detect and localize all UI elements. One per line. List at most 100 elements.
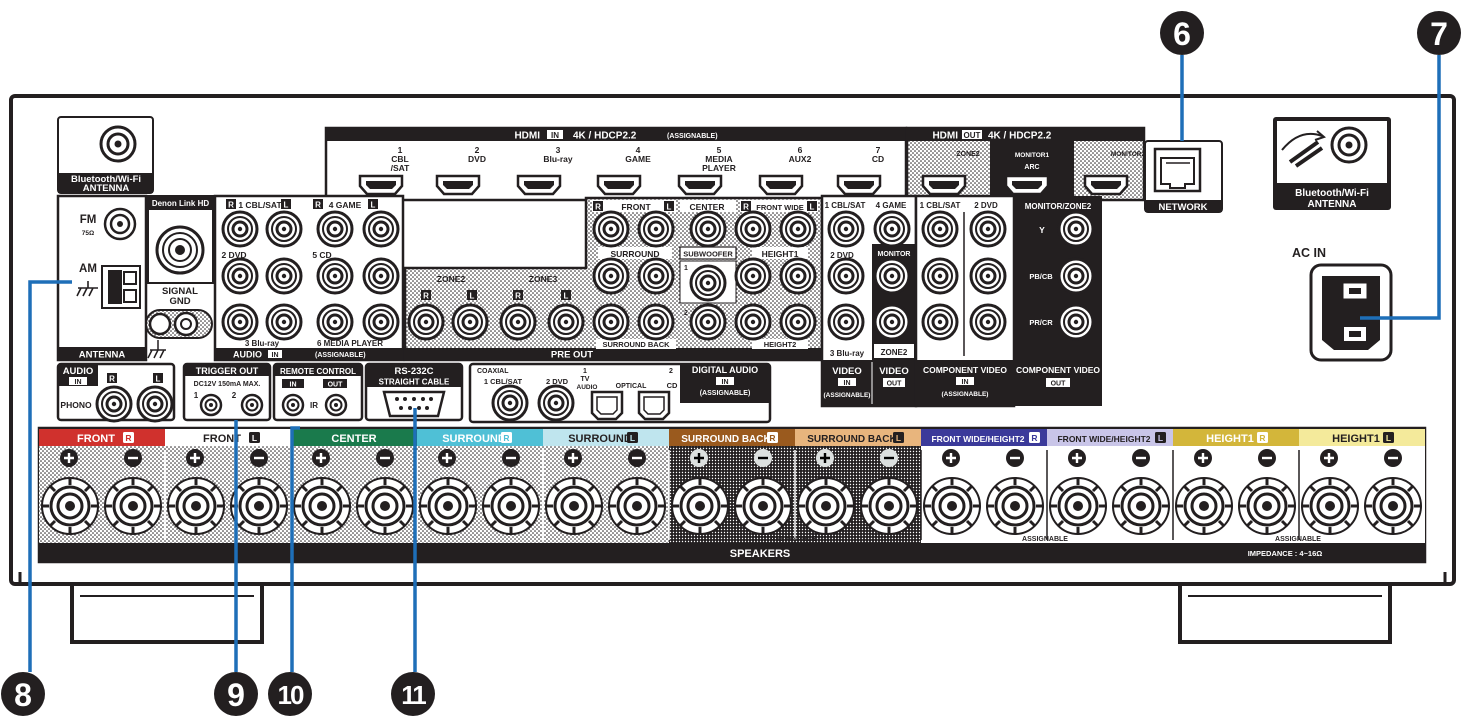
component-out-jack-2[interactable] [1057, 257, 1095, 295]
speaker-plus-post[interactable] [670, 476, 730, 536]
speaker-channel-name: FRONT WIDE/HEIGHT2 [1057, 434, 1150, 444]
trigger-out-1-jack[interactable] [199, 393, 223, 417]
pre-out-jack-9[interactable] [734, 257, 772, 295]
pre-out-jack-3[interactable] [689, 210, 727, 248]
fm-antenna-jack[interactable] [103, 207, 137, 241]
optical-2-jack[interactable] [637, 390, 671, 421]
component-in-1-jack-3[interactable] [921, 303, 959, 341]
hdmi-out-monitor1-port[interactable] [1004, 174, 1050, 196]
hdmi-in-port-3[interactable] [516, 174, 562, 196]
hdmi-out-monitor2-port[interactable] [1083, 174, 1129, 196]
hdmi-in-port-2[interactable] [435, 174, 481, 196]
speaker-minus-post[interactable] [355, 476, 415, 536]
rs232c-panel: RS-232C STRAIGHT CABLE [364, 362, 464, 422]
audio-in-jack-r3c3[interactable] [316, 303, 354, 341]
speaker-plus-post[interactable] [544, 476, 604, 536]
am-antenna-terminal[interactable] [101, 265, 141, 309]
speaker-plus-post[interactable] [1048, 476, 1108, 536]
zone-pre-out-jack-4[interactable] [547, 303, 585, 341]
trigger-out-2-jack[interactable] [240, 393, 264, 417]
speaker-plus-post[interactable] [1174, 476, 1234, 536]
speaker-minus-post[interactable] [733, 476, 793, 536]
signal-gnd-terminal[interactable] [145, 309, 213, 359]
pre-out-jack-7[interactable] [637, 257, 675, 295]
pre-out-jack-14[interactable] [734, 303, 772, 341]
hdmi-out-zone2-port[interactable] [921, 174, 967, 196]
component-in-1-jack-2[interactable] [921, 257, 959, 295]
rs232c-connector[interactable] [382, 390, 446, 418]
component-in-2-jack-1[interactable] [969, 210, 1007, 248]
ac-in-inlet[interactable]: AC IN [1292, 246, 1393, 362]
component-out-jack-1[interactable] [1057, 210, 1095, 248]
speaker-plus-post[interactable] [796, 476, 856, 536]
phono-r-jack[interactable] [95, 385, 133, 423]
speaker-minus-post[interactable] [985, 476, 1045, 536]
hdmi-in-port-1[interactable] [358, 174, 404, 196]
video-jack-3[interactable] [827, 257, 865, 295]
pre-out-jack-12[interactable] [637, 303, 675, 341]
pre-out-jack-15[interactable] [779, 303, 817, 341]
speaker-plus-post[interactable] [418, 476, 478, 536]
pre-out-jack-8[interactable] [689, 264, 727, 302]
remote-out-jack[interactable] [324, 393, 348, 417]
hdmi-in-port-7[interactable] [836, 174, 882, 196]
pre-out-jack-5[interactable] [779, 210, 817, 248]
pre-out-jack-10[interactable] [779, 257, 817, 295]
speaker-plus-post[interactable] [1300, 476, 1360, 536]
remote-in-jack[interactable] [281, 393, 305, 417]
audio-in-jack-r1c1[interactable] [221, 210, 259, 248]
network-port[interactable]: NETWORK [1144, 140, 1223, 213]
video-jack-2[interactable] [873, 210, 911, 248]
speaker-minus-post[interactable] [607, 476, 667, 536]
video-jack-5[interactable] [873, 257, 911, 295]
bt-antenna-left[interactable]: Bluetooth/Wi-Fi ANTENNA [57, 116, 154, 194]
hdmi-in-port-6[interactable] [758, 174, 804, 196]
audio-in-jack-r2c2[interactable] [265, 257, 303, 295]
speaker-minus-post[interactable] [1363, 476, 1423, 536]
audio-in-jack-r1c3[interactable] [316, 210, 354, 248]
speaker-minus-post[interactable] [1111, 476, 1171, 536]
audio-in-jack-r1c2[interactable] [265, 210, 303, 248]
audio-in-jack-r3c1[interactable] [221, 303, 259, 341]
zone-pre-out-jack-3[interactable] [499, 303, 537, 341]
audio-in-jack-r2c3[interactable] [316, 257, 354, 295]
pre-out-jack-4[interactable] [734, 210, 772, 248]
speaker-plus-post[interactable] [292, 476, 352, 536]
audio-in-jack-r2c4[interactable] [362, 257, 400, 295]
audio-in-jack-r3c2[interactable] [265, 303, 303, 341]
video-jack-6[interactable] [873, 303, 911, 341]
audio-in-jack-r2c1[interactable] [221, 257, 259, 295]
hdmi-out-arc: ARC [1024, 164, 1039, 171]
audio-in-jack-r3c4[interactable] [362, 303, 400, 341]
speaker-minus-post[interactable] [229, 476, 289, 536]
speaker-plus-post[interactable] [166, 476, 226, 536]
speaker-minus-post[interactable] [859, 476, 919, 536]
component-in-1-jack-1[interactable] [921, 210, 959, 248]
zone-pre-out-jack-2[interactable] [451, 303, 489, 341]
optical-1-jack[interactable] [590, 390, 624, 421]
component-out-jack-3[interactable] [1057, 303, 1095, 341]
pre-out-jack-2[interactable] [637, 210, 675, 248]
video-jack-4[interactable] [827, 303, 865, 341]
speaker-plus-post[interactable] [922, 476, 982, 536]
pre-out-jack-11[interactable] [592, 303, 630, 341]
coaxial-2-jack[interactable] [537, 384, 575, 422]
component-in-2-jack-3[interactable] [969, 303, 1007, 341]
hdmi-in-port-4[interactable] [596, 174, 642, 196]
speaker-plus-post[interactable] [40, 476, 100, 536]
component-in-2-jack-2[interactable] [969, 257, 1007, 295]
bt-antenna-right[interactable]: Bluetooth/Wi-Fi ANTENNA [1273, 117, 1391, 210]
speaker-minus-post[interactable] [481, 476, 541, 536]
speaker-minus-post[interactable] [103, 476, 163, 536]
coaxial-1-jack[interactable] [491, 384, 529, 422]
phono-l-jack[interactable] [136, 385, 174, 423]
pre-out-jack-1[interactable] [592, 210, 630, 248]
pre-out-jack-13[interactable] [689, 303, 727, 341]
audio-in-jack-r1c4[interactable] [362, 210, 400, 248]
video-jack-1[interactable] [827, 210, 865, 248]
pre-out-jack-6[interactable] [592, 257, 630, 295]
denon-link-hd-port[interactable]: Denon Link HD [147, 195, 214, 284]
zone-pre-out-jack-1[interactable] [407, 303, 445, 341]
speaker-minus-post[interactable] [1237, 476, 1297, 536]
hdmi-in-port-5[interactable] [677, 174, 723, 196]
